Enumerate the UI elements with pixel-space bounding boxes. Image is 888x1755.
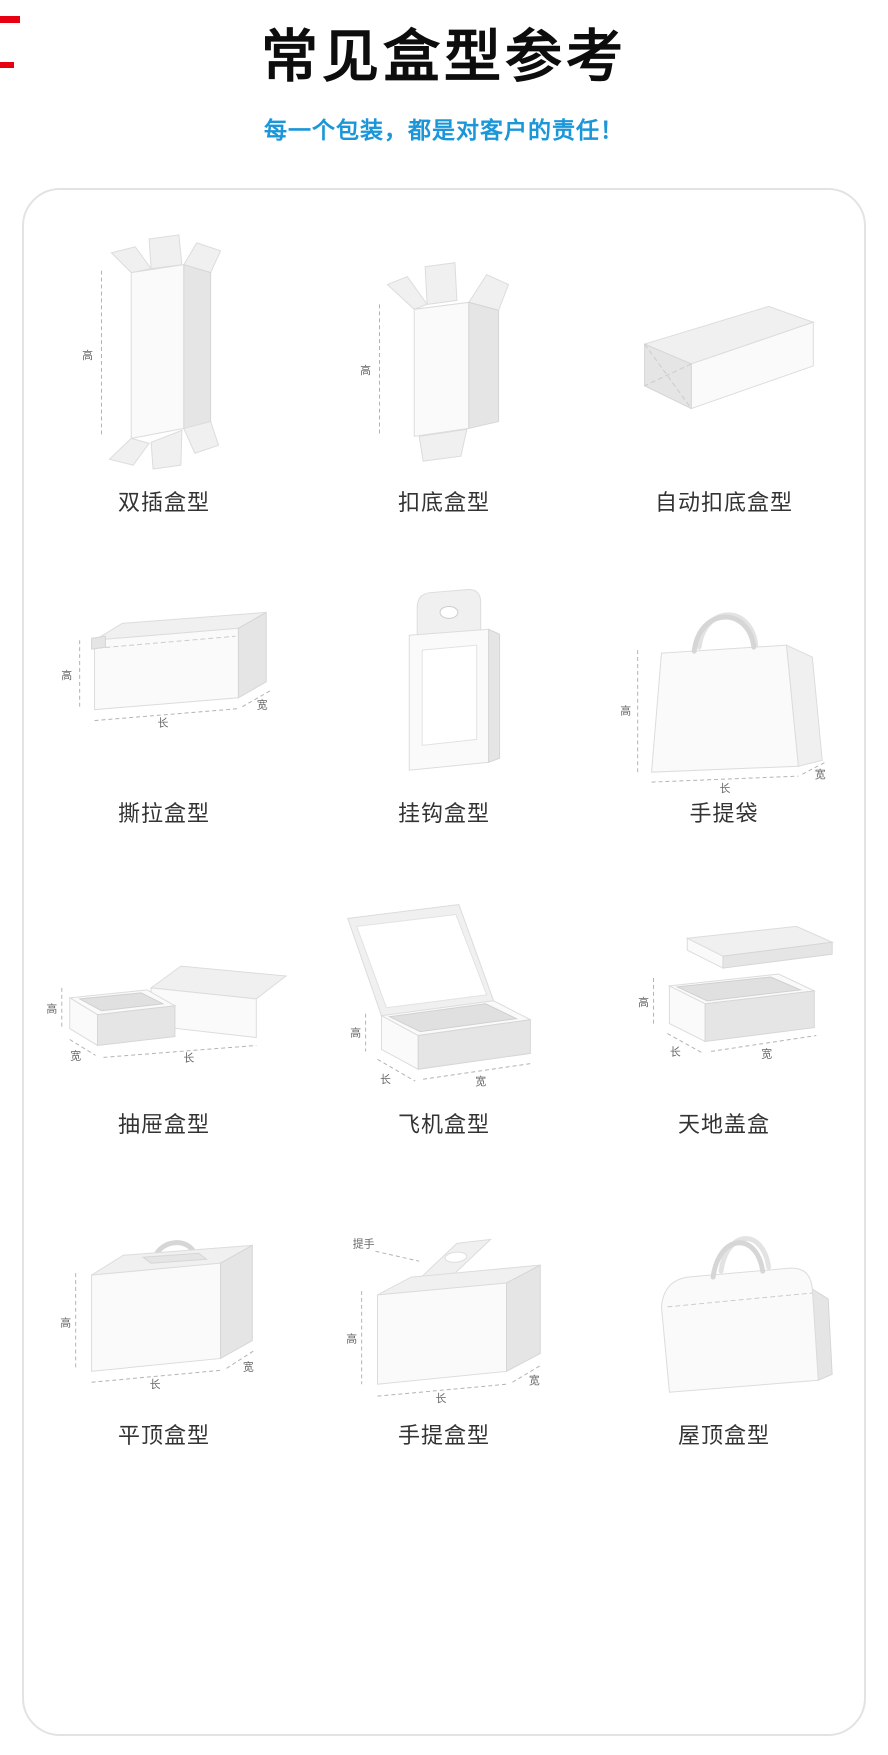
box-type-cell: 高 长 宽 天地盖盒 (584, 838, 864, 1149)
box-type-label: 抽屉盒型 (117, 1112, 210, 1137)
mailer-box-illustration: 高 长 宽 (319, 847, 569, 1105)
dim-height-label: 高 (350, 1026, 361, 1040)
page-title: 常见盒型参考 (261, 25, 627, 89)
dim-height-label: 高 (346, 1332, 357, 1346)
decor-red-mark (0, 16, 20, 23)
tear-strip-box-icon: 高 长 宽 (61, 611, 271, 730)
dim-width-label: 宽 (761, 1046, 772, 1060)
box-type-cell: 挂钩盒型 (304, 527, 584, 838)
box-type-label: 平顶盒型 (117, 1423, 210, 1448)
dim-length-label: 长 (670, 1045, 681, 1058)
tear-strip-box-illustration: 高 长 宽 (39, 536, 289, 794)
box-types-grid: 高 双插盒型 高 (24, 190, 864, 1460)
box-type-label: 手提盒型 (397, 1423, 490, 1448)
carry-handle-box-icon: 提手 高 长 宽 (346, 1236, 543, 1405)
box-type-label: 屋顶盒型 (677, 1423, 770, 1448)
box-type-cell: 提手 高 长 宽 手提盒型 (304, 1149, 584, 1460)
dim-length-label: 长 (720, 782, 731, 794)
lid-base-box-illustration: 高 长 宽 (599, 847, 849, 1105)
dim-height-label: 高 (82, 348, 93, 362)
box-type-label: 双插盒型 (117, 490, 210, 515)
hang-tab-box-icon (408, 589, 501, 771)
dim-length-label: 长 (158, 717, 169, 730)
box-type-cell: 高 长 宽 飞机盒型 (304, 838, 584, 1149)
box-type-label: 扣底盒型 (397, 490, 490, 515)
box-type-cell: 高 长 宽 平顶盒型 (24, 1149, 304, 1460)
dim-length-label: 长 (183, 1051, 194, 1064)
dim-width-label: 宽 (70, 1048, 81, 1062)
box-type-cell: 自动扣底盒型 (584, 216, 864, 527)
auto-lock-bottom-box-icon (643, 305, 815, 410)
box-type-cell: 高 双插盒型 (24, 216, 304, 527)
dim-width-label: 宽 (529, 1373, 540, 1387)
dim-height-label: 高 (60, 1316, 71, 1330)
page-subtitle: 每一个包装，都是对客户的责任！ (264, 116, 624, 143)
double-insert-box-icon: 高 (82, 234, 222, 470)
box-type-cell: 高 长 宽 手提袋 (584, 527, 864, 838)
drawer-box-illustration: 高 宽 长 (39, 847, 289, 1105)
mailer-box-icon: 高 长 宽 (347, 904, 533, 1088)
box-type-cell: 高 长 宽 撕拉盒型 (24, 527, 304, 838)
dim-width-label: 宽 (243, 1359, 254, 1373)
hang-tab-box-illustration (319, 536, 569, 794)
buckle-bottom-box-icon: 高 (360, 262, 510, 462)
carry-handle-box-illustration: 提手 高 长 宽 (319, 1158, 569, 1416)
box-type-cell: 屋顶盒型 (584, 1149, 864, 1460)
dim-height-label: 高 (620, 704, 631, 718)
box-type-label: 自动扣底盒型 (654, 490, 793, 515)
dim-length-label: 长 (150, 1378, 161, 1391)
box-type-label: 手提袋 (689, 801, 759, 826)
flat-top-box-icon: 高 长 宽 (60, 1240, 255, 1391)
double-insert-box-illustration: 高 (39, 225, 289, 483)
drawer-box-icon: 高 宽 长 (46, 965, 288, 1064)
box-type-label: 天地盖盒 (677, 1112, 770, 1137)
box-type-label: 飞机盒型 (397, 1112, 490, 1137)
box-type-cell: 高 扣底盒型 (304, 216, 584, 527)
box-type-cell: 高 宽 长 抽屉盒型 (24, 838, 304, 1149)
decor-red-mark (0, 62, 14, 68)
roof-top-box-illustration (599, 1158, 849, 1416)
dim-height-label: 高 (61, 668, 72, 682)
dim-height-label: 高 (638, 995, 649, 1009)
dim-width-label: 宽 (815, 767, 826, 781)
dim-handle-label: 提手 (353, 1236, 375, 1250)
box-types-panel: 高 双插盒型 高 (22, 188, 866, 1736)
header: 常见盒型参考 每一个包装，都是对客户的责任！ (0, 0, 888, 145)
box-type-label: 挂钩盒型 (397, 801, 490, 826)
tote-bag-icon: 高 长 宽 (620, 612, 826, 794)
flat-top-box-illustration: 高 长 宽 (39, 1158, 289, 1416)
roof-top-box-icon (660, 1236, 833, 1393)
lid-base-box-icon: 高 长 宽 (638, 925, 834, 1060)
box-type-label: 撕拉盒型 (117, 801, 210, 826)
dim-width-label: 宽 (475, 1074, 486, 1088)
dim-height-label: 高 (360, 363, 371, 377)
dim-length-label: 长 (436, 1392, 447, 1405)
tote-bag-illustration: 高 长 宽 (599, 536, 849, 794)
dim-height-label: 高 (46, 1002, 57, 1016)
dim-length-label: 长 (380, 1073, 391, 1086)
auto-lock-bottom-box-illustration (599, 225, 849, 483)
dim-width-label: 宽 (257, 698, 268, 712)
buckle-bottom-box-illustration: 高 (319, 225, 569, 483)
